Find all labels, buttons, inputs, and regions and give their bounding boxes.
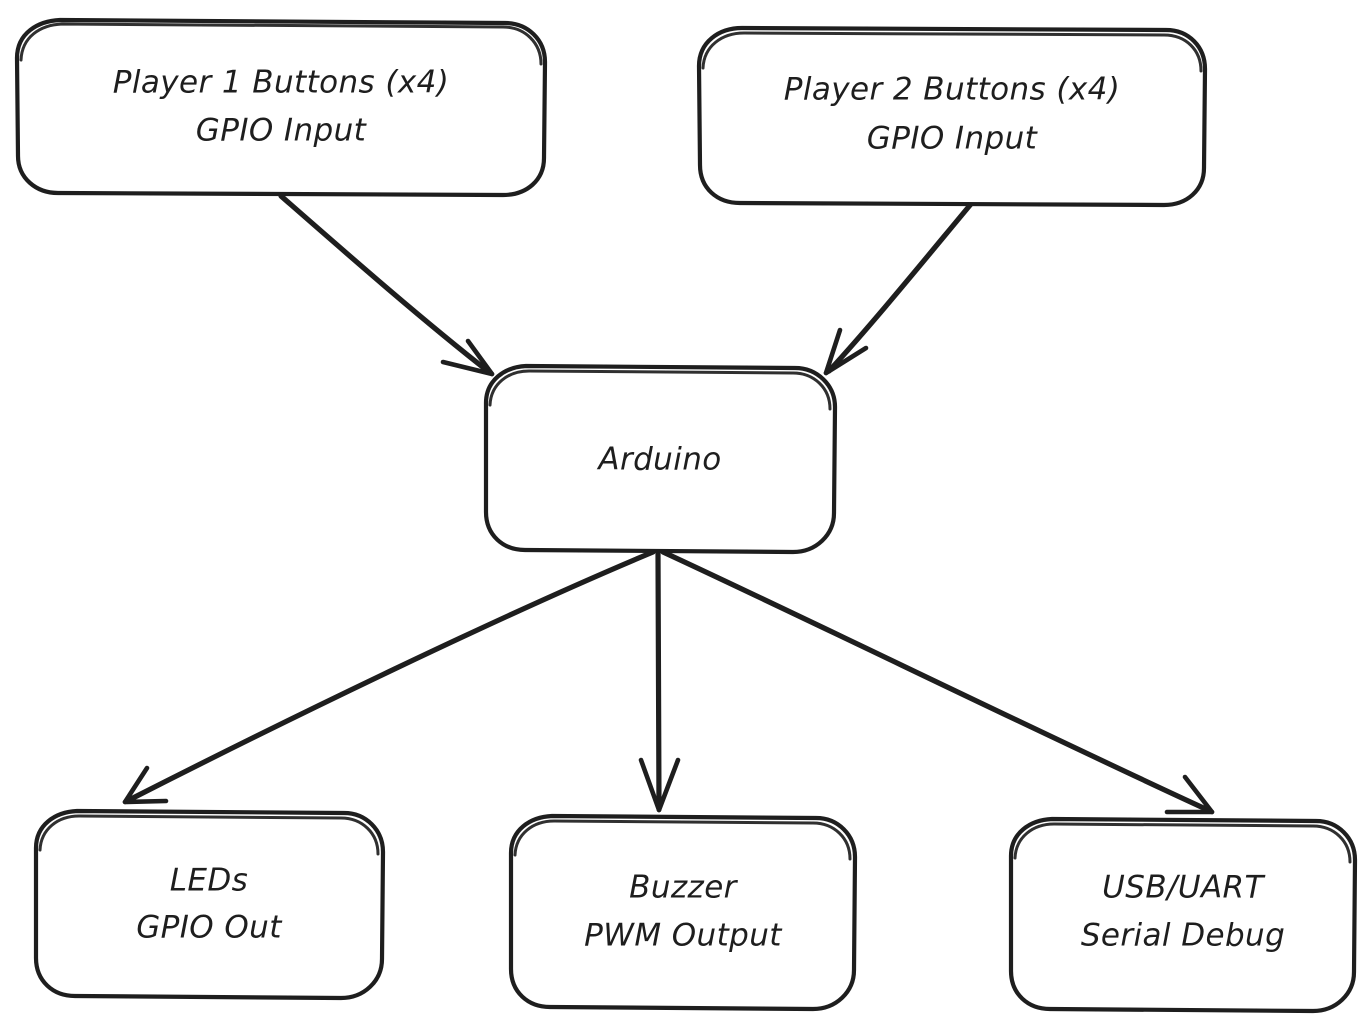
node-shape-sketch	[513, 819, 852, 861]
arrowhead-open-v	[465, 338, 495, 377]
edge-line	[660, 549, 1211, 813]
edge-arduino-to-leds	[122, 549, 656, 805]
node-label-line2: PWM Output	[584, 918, 783, 954]
arrowhead-open-v	[656, 757, 681, 813]
edge-player2-to-arduino	[823, 201, 974, 376]
arrowhead-open-v	[638, 757, 662, 813]
edge-line	[126, 549, 656, 803]
node-shape	[696, 25, 1208, 208]
node-shape-sketch	[701, 31, 1203, 73]
node-shape-sketch	[488, 369, 832, 411]
edge-line	[655, 549, 662, 811]
edge-line	[278, 193, 492, 375]
node-label-line1: LEDs	[170, 863, 248, 899]
node-label-line1: Buzzer	[629, 870, 739, 906]
arrowhead-open-v	[122, 798, 169, 805]
arrowhead-open-v	[122, 765, 150, 805]
node-usbuart[interactable]: USB/UART Serial Debug	[1008, 816, 1358, 1014]
node-label-line1: Player 2 Buttons (x4)	[784, 72, 1120, 108]
edge-line-sketch	[826, 211, 965, 374]
edge-arduino-to-buzzer	[638, 549, 681, 813]
arrowhead-open-v	[440, 359, 495, 377]
node-shape	[1008, 816, 1358, 1014]
node-leds[interactable]: LEDs GPIO Out	[33, 808, 386, 1001]
arrowhead-open-v	[823, 345, 869, 376]
node-shape	[508, 813, 858, 1012]
arrowhead-open-v	[1182, 774, 1215, 815]
edge-arduino-to-usbuart	[660, 549, 1215, 815]
node-player1-buttons[interactable]: Player 1 Buttons (x4) GPIO Input	[14, 17, 548, 198]
node-shape	[14, 17, 548, 198]
node-buzzer[interactable]: Buzzer PWM Output	[508, 813, 858, 1012]
node-shape-sketch	[38, 814, 380, 856]
node-label-line2: Serial Debug	[1081, 918, 1285, 954]
node-label-line2: GPIO Out	[136, 910, 283, 946]
node-label-line2: GPIO Input	[867, 121, 1039, 157]
node-label-line1: USB/UART	[1102, 870, 1265, 906]
node-label-line2: GPIO Input	[196, 113, 368, 149]
node-player2-buttons[interactable]: Player 2 Buttons (x4) GPIO Input	[696, 25, 1208, 208]
node-shape-sketch	[1013, 822, 1352, 864]
node-label-line1: Player 1 Buttons (x4)	[113, 65, 449, 101]
edge-player1-to-arduino	[278, 193, 495, 377]
node-shape	[483, 363, 838, 555]
node-arduino[interactable]: Arduino	[483, 363, 838, 555]
node-shape-sketch	[19, 22, 543, 66]
node-label-line1: Arduino	[596, 442, 721, 478]
node-shape	[33, 808, 386, 1001]
arrowhead-open-v	[823, 327, 843, 376]
